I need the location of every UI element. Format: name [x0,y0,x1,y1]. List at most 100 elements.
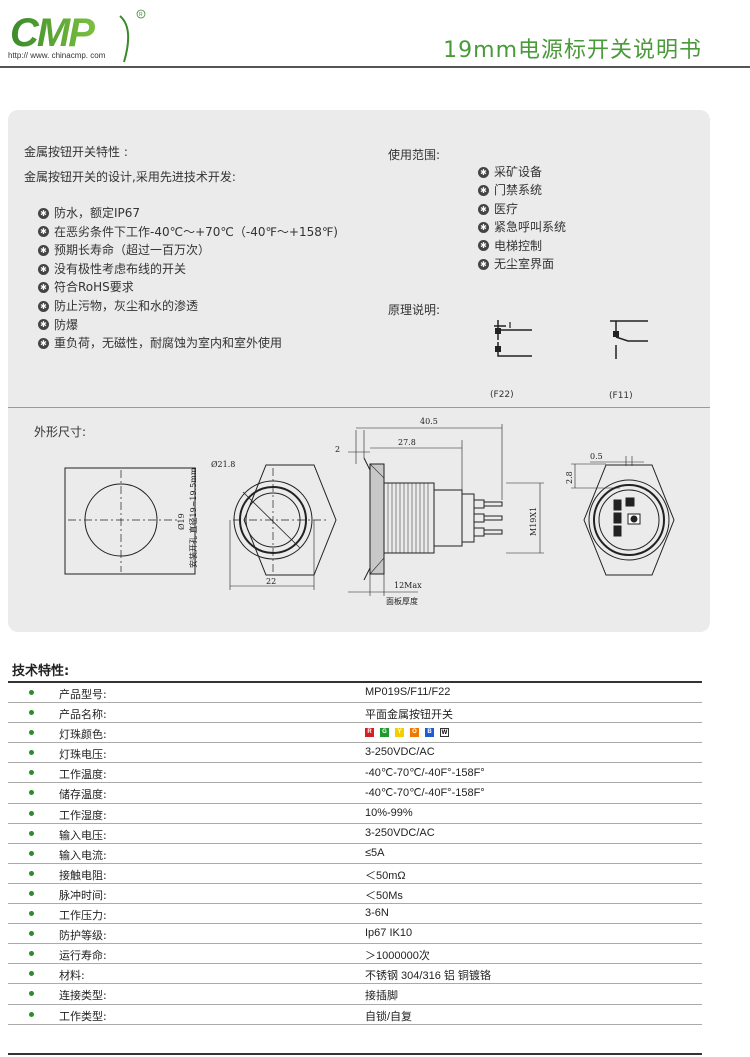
row-bullet-icon [29,870,34,876]
row-bullet-icon [29,850,34,856]
hole-note-label: 安装开孔 直径19~19.5mm [188,467,198,568]
overall-length-label: 40.5 [420,417,438,426]
table-row: 输入电压:3-250VDC/AC [8,824,702,844]
row-bullet-icon [29,890,34,896]
row-bullet-icon [29,790,34,796]
row-bullet-icon [29,810,34,816]
list-item: ✱防爆 [38,316,338,335]
features-list: ✱防水，额定IP67 ✱在恶劣条件下工作-40℃～+70℃（-40℉～+158℉… [38,204,338,353]
tech-top-divider [8,681,702,683]
row-bullet-icon [29,710,34,716]
cmp-logo: CMP R [10,9,146,63]
color-chip-yellow: Y [395,727,404,737]
f11-label: (F11) [609,391,633,401]
rear-view-drawing [571,456,675,576]
features-title: 金属按钮开关特性 : [24,145,128,159]
logo-url: http:// www. chinacmp. com [8,51,106,60]
flange-label: 2 [335,445,340,454]
table-row: 储存温度:-40℃-70℃/-40F°-158F° [8,783,702,804]
f22-label: (F22) [490,390,514,400]
page-title: 19mm电源标开关说明书 [443,38,702,63]
color-chip-blue: B [425,727,434,737]
list-item: ✱预期长寿命（超过一百万次） [38,241,338,260]
rear-28-label: 2.8 [565,471,574,484]
star-bullet-icon: ✱ [478,203,489,215]
color-chip-green: G [380,727,389,737]
row-bullet-icon [29,971,34,977]
list-item: ✱防水，额定IP67 [38,204,338,223]
color-chip-white: W [440,727,449,737]
spec-table: 产品型号:MP019S/F11/F22 产品名称:平面金属按钮开关 灯珠颜色: … [8,683,702,1025]
row-bullet-icon [29,931,34,937]
star-bullet-icon: ✱ [478,221,489,233]
list-item: ✱没有极性考虑布线的开关 [38,260,338,279]
star-bullet-icon: ✱ [38,337,49,349]
face-diameter-label: Ø21.8 [211,460,235,469]
side-view-drawing [348,424,544,596]
star-bullet-icon: ✱ [38,319,49,331]
table-row: 材料:不锈钢 304/316 铝 铜镀铬 [8,964,702,985]
star-bullet-icon: ✱ [478,258,489,270]
list-item: ✱门禁系统 [478,181,566,199]
star-bullet-icon: ✱ [478,166,489,178]
star-bullet-icon: ✱ [478,240,489,252]
body-length-label: 27.8 [398,438,416,447]
table-row: 工作压力:3-6N [8,904,702,925]
panel-thickness-label: 面板厚度 [386,596,418,606]
row-bullet-icon [29,830,34,836]
list-item: ✱防止污物，灰尘和水的渗透 [38,297,338,316]
dimension-drawing: Ø19 安装开孔 直径19~19.5mm Ø21.8 22 [64,417,675,606]
list-item: ✱重负荷，无磁性，耐腐蚀为室内和室外使用 [38,334,338,353]
color-chip-red: R [365,727,374,737]
info-panel [8,110,710,632]
list-item: ✱电梯控制 [478,237,566,255]
star-bullet-icon: ✱ [478,185,489,197]
bottom-divider [8,1053,702,1055]
star-bullet-icon: ✱ [38,226,49,238]
table-row: 产品型号:MP019S/F11/F22 [8,683,702,704]
list-item: ✱紧急呼叫系统 [478,218,566,236]
features-subtitle: 金属按钮开关的设计,采用先进技术开发: [24,170,236,184]
list-item: ✱在恶劣条件下工作-40℃～+70℃（-40℉～+158℉) [38,223,338,242]
panel-cutout-drawing [64,467,196,575]
star-bullet-icon: ✱ [38,244,49,256]
star-bullet-icon: ✱ [38,282,49,294]
star-bullet-icon: ✱ [38,263,49,275]
dimensions-title: 外形尺寸: [34,425,87,439]
row-bullet-icon [29,730,34,736]
list-item: ✱符合RoHS要求 [38,278,338,297]
table-row: 产品名称:平面金属按钮开关 [8,703,702,724]
row-bullet-icon [29,911,34,917]
row-bullet-icon [29,770,34,776]
header-divider [0,66,750,68]
panel-max-label: 12Max [394,581,422,590]
list-item: ✱医疗 [478,200,566,218]
row-bullet-icon [29,1011,34,1017]
hex-size-label: 22 [266,577,276,586]
panel-divider [8,407,710,408]
table-row: 输入电流:≤5A [8,844,702,864]
color-chip-orange: O [410,727,419,737]
usage-list: ✱采矿设备 ✱门禁系统 ✱医疗 ✱紧急呼叫系统 ✱电梯控制 ✱无尘室界面 [478,163,566,273]
svg-text:R: R [139,12,143,18]
page-header: CMP R http:// www. chinacmp. com 19mm电源标… [0,0,750,75]
f11-schematic [610,320,648,359]
principle-title: 原理说明: [388,303,441,317]
hole-diameter-label: Ø19 [177,513,186,530]
usage-title: 使用范围: [388,148,441,162]
row-bullet-icon [29,690,34,695]
table-row: 防护等级:Ip67 IK10 [8,924,702,945]
svg-text:CMP: CMP [10,11,95,55]
list-item: ✱无尘室界面 [478,255,566,273]
f22-schematic [494,320,532,357]
row-bullet-icon [29,951,34,957]
table-row: 运行寿命:＞1000000次 [8,944,702,965]
star-bullet-icon: ✱ [38,300,49,312]
table-row: 连接类型:接插脚 [8,984,702,1005]
table-row: 工作湿度:10%-99% [8,804,702,824]
row-bullet-icon [29,750,34,756]
star-bullet-icon: ✱ [38,207,49,219]
table-row: 接触电阻:＜50mΩ [8,864,702,884]
